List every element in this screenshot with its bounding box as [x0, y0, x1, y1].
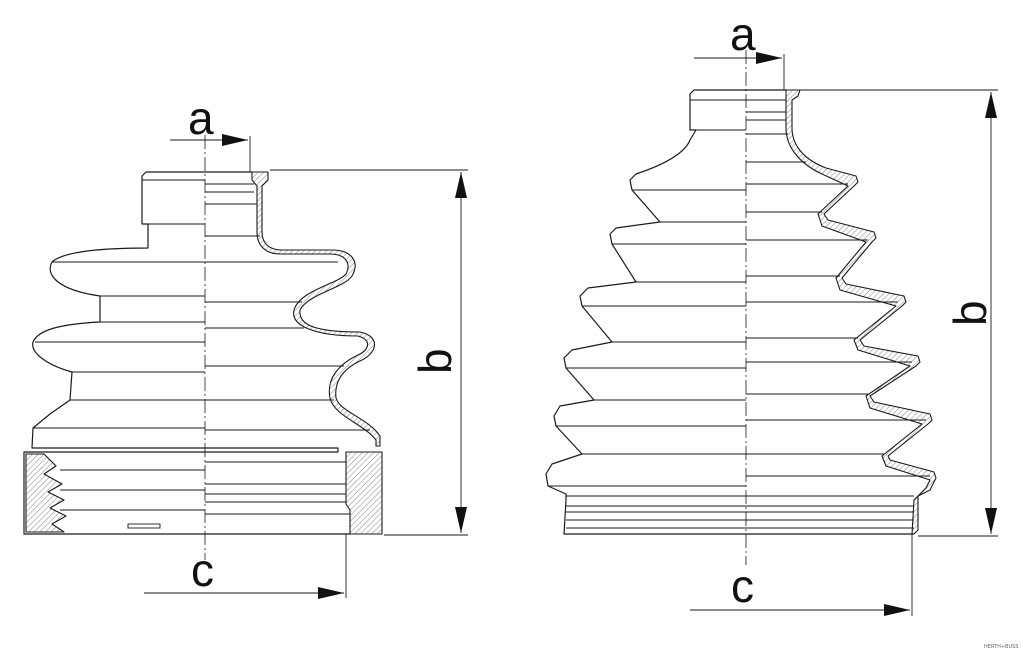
right-boot-wall-section	[785, 89, 937, 535]
left-boot-clamp-outline	[23, 451, 205, 535]
right-boot-outer-profile	[545, 89, 746, 535]
right-boot	[545, 50, 998, 616]
left-dimension-b-label: b	[409, 348, 461, 374]
left-boot	[23, 134, 468, 599]
left-boot-right-clamp	[345, 451, 383, 535]
left-boot-wall-section	[251, 171, 381, 447]
left-boot-outer-profile	[31, 171, 205, 449]
watermark: HERTH+BUSS	[984, 644, 1018, 650]
left-boot-clamp-section	[25, 453, 67, 533]
right-dimension-a-label: a	[730, 8, 756, 60]
left-dimension-c-label: c	[191, 544, 214, 596]
right-dimension-c-label: c	[731, 560, 754, 612]
right-dimension-b-label: b	[944, 300, 996, 326]
left-boot-small-slot	[127, 523, 161, 529]
left-dimension-a-label: a	[188, 92, 214, 144]
